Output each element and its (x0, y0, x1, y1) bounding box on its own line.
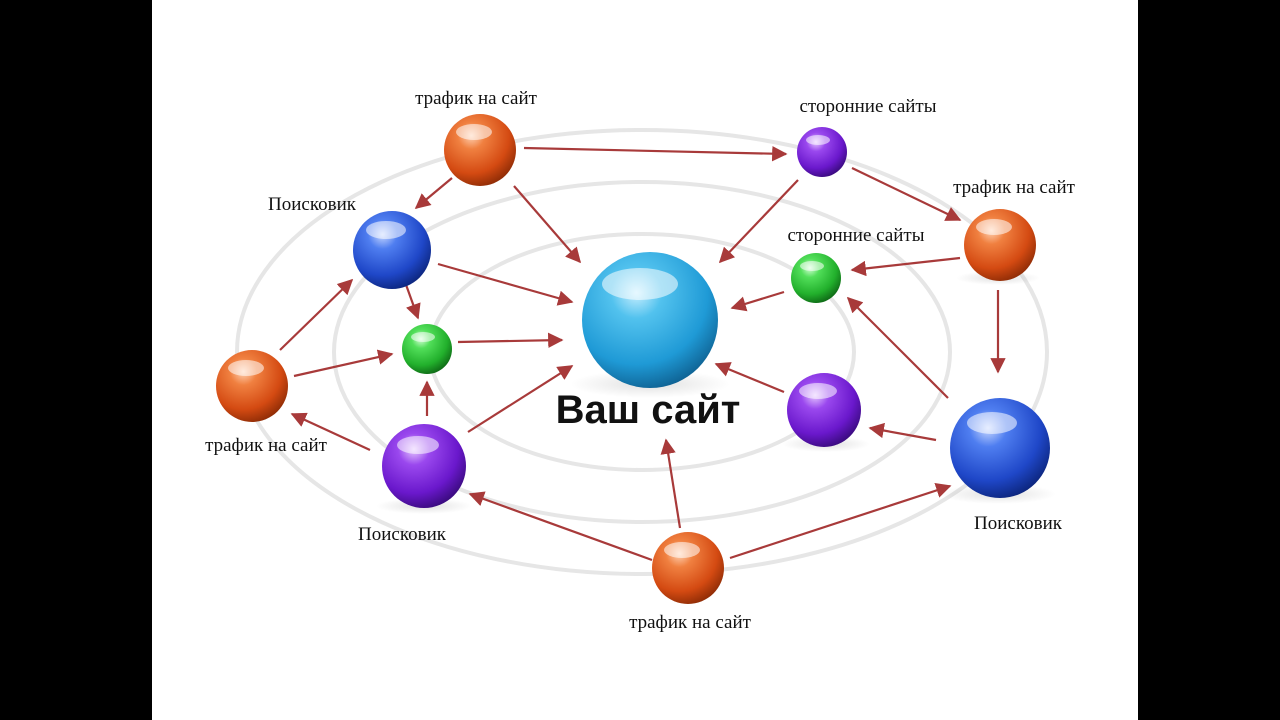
highlight (456, 124, 492, 140)
arrow (437, 262, 574, 306)
label-third-party-mid: сторонние сайты (787, 225, 924, 246)
highlight (806, 135, 830, 145)
ball-highlights (228, 124, 1017, 558)
highlight (664, 542, 700, 558)
highlight (366, 221, 406, 239)
arrow (868, 422, 937, 442)
highlight (967, 412, 1017, 434)
highlight (411, 332, 435, 342)
connection-arrows (279, 145, 1006, 562)
label-traffic-top: трафик на сайт (415, 88, 538, 109)
green-node-left (402, 324, 452, 374)
third-party-node-mid (791, 253, 841, 303)
arrow (718, 179, 799, 264)
label-traffic-bottom: трафик на сайт (629, 612, 752, 633)
highlight (976, 219, 1012, 235)
highlight (800, 261, 824, 271)
arrow (850, 256, 961, 277)
arrow (851, 167, 962, 221)
label-traffic-right: трафик на сайт (953, 177, 1076, 198)
main-site-label: Ваш сайт (556, 388, 741, 432)
label-traffic-left: трафик на сайт (205, 435, 328, 456)
orbit-rings (235, 128, 1049, 576)
arrow (513, 185, 582, 264)
arrow (660, 438, 682, 529)
arrow (293, 349, 394, 378)
arrow (457, 332, 564, 348)
label-search-left-top: Поисковик (268, 194, 357, 215)
arrow (414, 177, 453, 209)
arrow (523, 145, 788, 162)
label-search-left-bottom: Поисковик (358, 524, 447, 545)
label-search-right: Поисковик (974, 513, 1063, 534)
label-third-party-top: сторонние сайты (799, 96, 936, 117)
highlight (397, 436, 439, 454)
arrow (846, 296, 949, 399)
third-party-node-top (797, 127, 847, 177)
highlight (799, 383, 837, 399)
arrow (467, 365, 574, 433)
arrow (290, 412, 371, 451)
highlight (228, 360, 264, 376)
orbit-ring-middle (332, 180, 952, 524)
node-labels: трафик на сайт сторонние сайты трафик на… (205, 88, 1076, 633)
orbit-ring-outer (235, 128, 1049, 576)
nodes (216, 114, 1050, 604)
arrow (714, 362, 785, 394)
arrow (468, 491, 653, 562)
highlight (602, 268, 678, 300)
arrow (729, 482, 952, 560)
arrow (730, 290, 785, 312)
arrow (279, 278, 354, 351)
